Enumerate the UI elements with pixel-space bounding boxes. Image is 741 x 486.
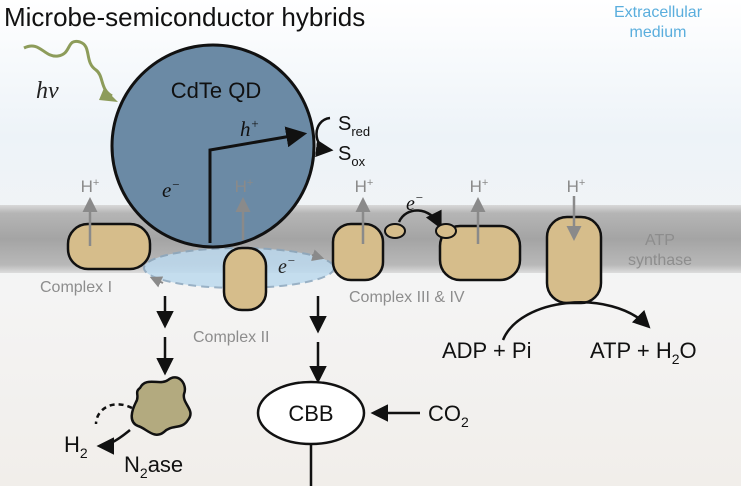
photon-label: hv: [36, 78, 59, 104]
n2ase-label: N2ase: [124, 452, 183, 481]
complex-iii: [331, 222, 385, 282]
photon-arrowhead: [99, 88, 118, 102]
complex-i: [66, 222, 152, 271]
reaction-products: ATP + H2O: [590, 338, 697, 367]
cytochrome-c-right: [435, 223, 457, 239]
electron-shuttle-arrow: [397, 209, 442, 230]
co2-label: CO2: [428, 401, 469, 430]
complex-ii: [222, 246, 268, 312]
synthase-label: synthase: [628, 252, 692, 269]
complex-iv: [438, 224, 522, 282]
sulfur-oxidation-arrow: [315, 116, 334, 158]
h2-label: H2: [64, 432, 88, 461]
nitrogenase-enzyme: [130, 376, 192, 436]
reaction-reactants: ADP + Pi: [442, 338, 531, 363]
complex-ii-label: Complex II: [193, 329, 269, 346]
cbb-label: CBB: [288, 401, 333, 426]
photon-wave: [23, 39, 113, 98]
s-red-label: Sred: [338, 113, 370, 139]
complex-iv-proton: H+: [470, 177, 489, 196]
cytochrome-c-left: [384, 223, 406, 239]
cdte-quantum-dot: [110, 43, 316, 249]
complex-iii-proton: H+: [355, 177, 374, 196]
diagram-title: Microbe-semiconductor hybrids: [4, 2, 365, 32]
hole-label: h+: [240, 116, 259, 141]
qd-label: CdTe QD: [171, 78, 261, 103]
atp-label: ATP: [645, 232, 675, 249]
atp-reaction-arrow: [501, 301, 651, 341]
complex-i-proton: H+: [81, 177, 100, 196]
pool-electron-label: e−: [278, 253, 296, 278]
complex-i-label: Complex I: [40, 279, 112, 296]
s-ox-label: Sox: [338, 143, 366, 169]
medium-label: medium: [630, 24, 687, 41]
hole-path-arrow: [208, 126, 308, 243]
qd-electron-label: e−: [162, 177, 180, 202]
h2-production-arrow: [96, 429, 131, 455]
shuttle-electron-label: e−: [406, 190, 424, 215]
pool-flow-arrow-left: [149, 276, 164, 288]
extracellular-label: Extracellular: [614, 4, 703, 21]
complex-iii-iv-label: Complex III & IV: [349, 289, 465, 306]
pool-flow-arrow-right: [311, 249, 325, 261]
complex-ii-proton: H+: [235, 177, 254, 196]
atp-synthase-proton: H+: [567, 177, 586, 196]
